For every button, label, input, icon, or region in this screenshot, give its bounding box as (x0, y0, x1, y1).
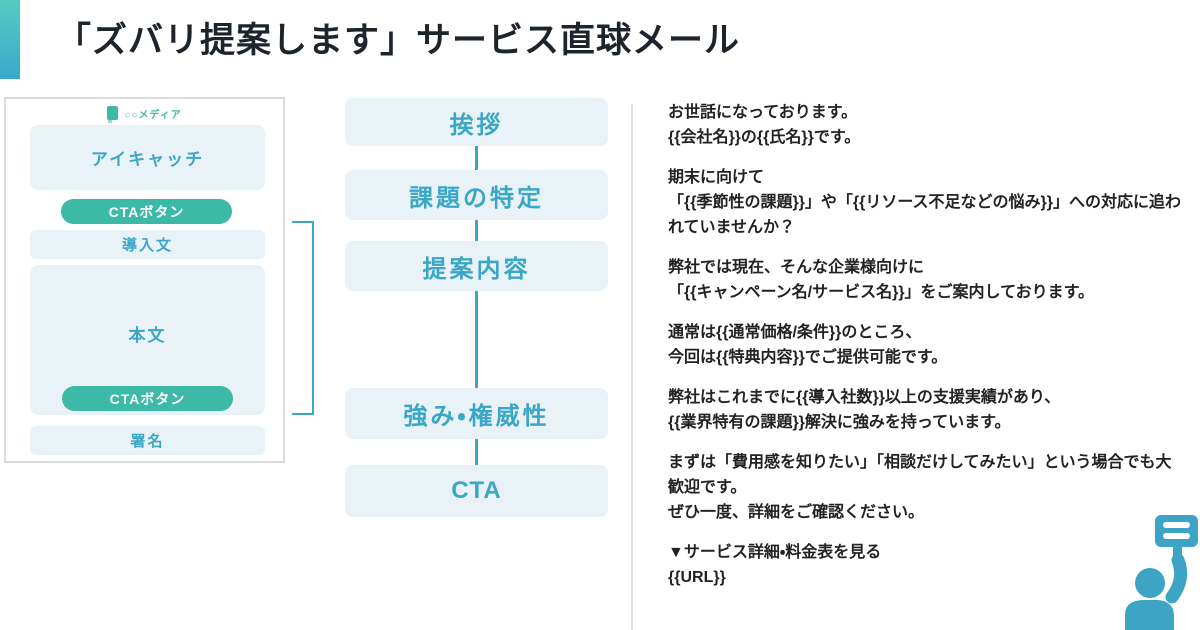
mockup-brand-header: ○○メディア (6, 105, 283, 123)
email-paragraph: まずは「費用感を知りたい」「相談だけしてみたい」という場合でも大歓迎です。 ぜひ… (668, 454, 1172, 521)
flow-step-strength: 強み・権威性 (345, 388, 608, 439)
flow-connector (475, 220, 478, 241)
flow-connector (475, 439, 478, 465)
email-paragraph: 弊社はこれまでに{{導入社数}}以上の支援実績があり、 {{業界特有の課題}}解… (668, 389, 1061, 431)
brand-label: ○○メディア (124, 109, 182, 121)
cta-button-top[interactable]: CTAボタン (61, 199, 232, 224)
email-paragraph: 期末に向けて 「{{季節性の課題}}」や「{{リソース不足などの悩み}}」への対… (668, 169, 1182, 236)
flow-step-cta: CTA (345, 465, 608, 517)
signature-block: 署名 (30, 426, 265, 455)
email-paragraph: ▼サービス詳細・料金表を見る {{URL}} (668, 544, 882, 586)
flow-connector (475, 291, 478, 388)
cta-button-bottom[interactable]: CTAボタン (62, 386, 233, 411)
body-label: 本文 (128, 326, 167, 345)
media-logo-icon (107, 106, 119, 123)
eyecatch-block: アイキャッチ (30, 125, 265, 190)
flow-step-proposal: 提案内容 (345, 241, 608, 291)
page-title: 「ズバリ提案します」サービス直球メール (56, 21, 741, 60)
flow-connector (475, 146, 478, 170)
email-paragraph: 通常は{{通常価格/条件}}のところ、 今回は{{特典内容}}でご提供可能です。 (668, 324, 948, 366)
intro-block: 導入文 (30, 230, 265, 259)
vertical-divider (631, 104, 633, 630)
body-block: 本文 CTAボタン (30, 265, 265, 415)
flow-step-problem: 課題の特定 (345, 170, 608, 220)
email-paragraph: 弊社では現在、そんな企業様向けに 「{{キャンペーン名/サービス名}}」をご案内… (668, 259, 1094, 301)
email-mockup-panel: ○○メディア アイキャッチ CTAボタン 導入文 本文 CTAボタン 署名 (4, 97, 285, 463)
person-raising-sign-icon (1125, 515, 1198, 630)
group-bracket (292, 221, 314, 415)
title-accent-bar (0, 0, 20, 79)
email-example-text: お世話になっております。 {{会社名}}の{{氏名}}です。 期末に向けて 「{… (668, 100, 1185, 605)
flow-step-greeting: 挨拶 (345, 98, 608, 146)
email-paragraph: お世話になっております。 {{会社名}}の{{氏名}}です。 (668, 104, 861, 146)
